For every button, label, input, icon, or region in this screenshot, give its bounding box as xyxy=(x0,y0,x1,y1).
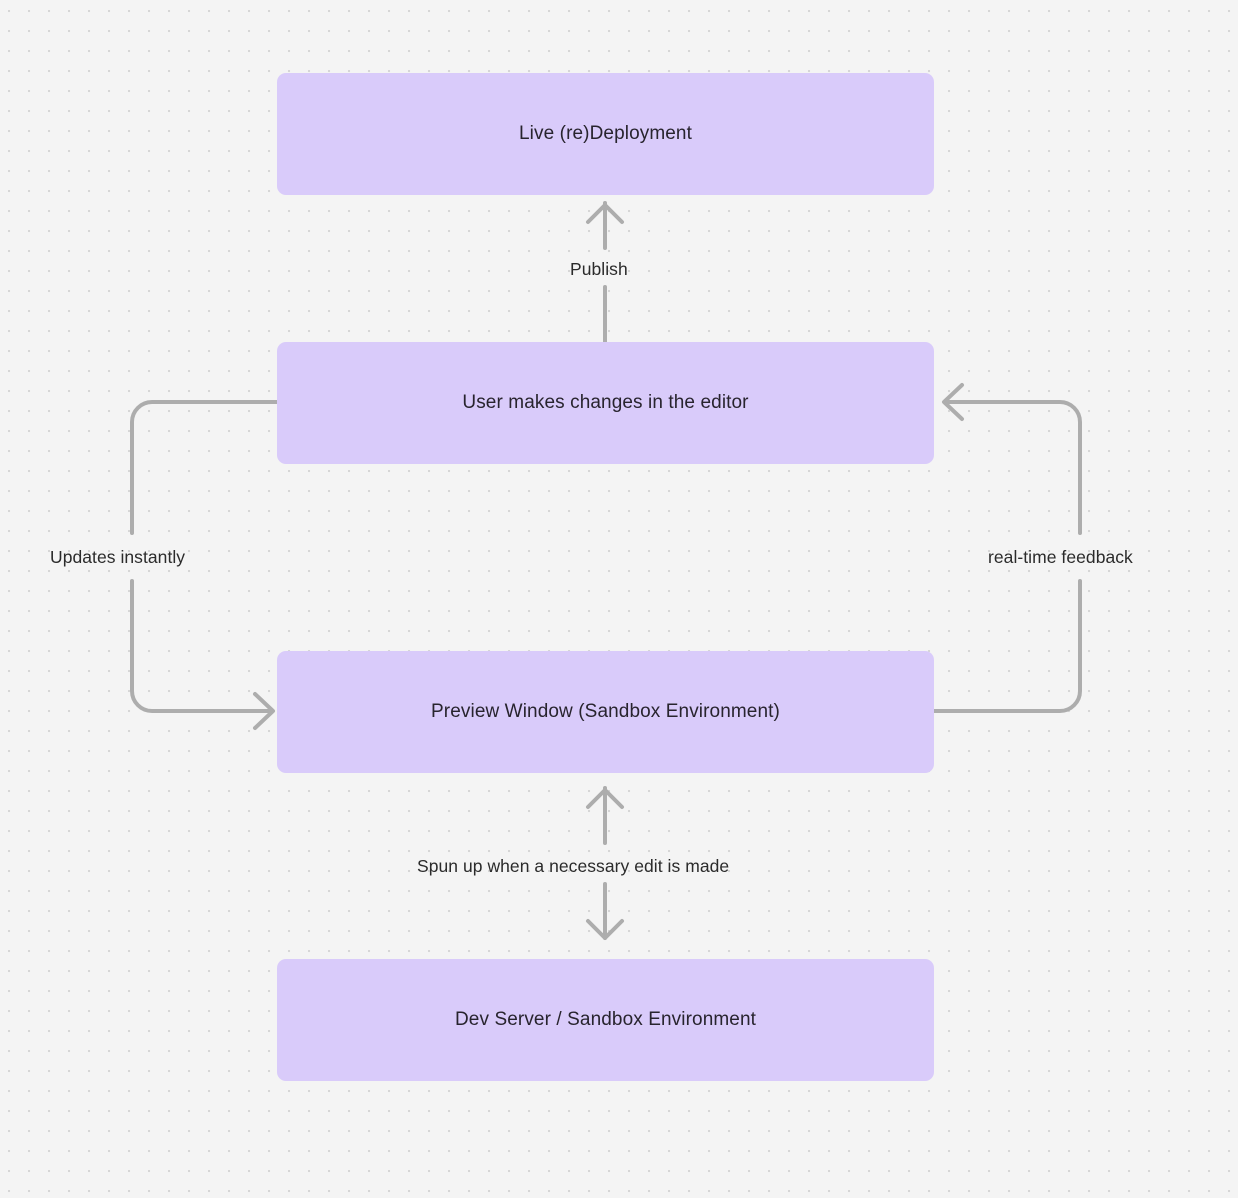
edge-label-publish: Publish xyxy=(570,259,628,279)
edge-label-spun-up-when-a-necessary-edit-is-made: Spun up when a necessary edit is made xyxy=(417,856,730,876)
node-label: Dev Server / Sandbox Environment xyxy=(454,1008,756,1030)
node-label: Preview Window (Sandbox Environment) xyxy=(431,700,780,722)
node-preview-window-sandbox-environment[interactable]: Preview Window (Sandbox Environment) xyxy=(277,651,934,773)
node-user-makes-changes-in-the-editor[interactable]: User makes changes in the editor xyxy=(277,342,934,464)
node-label: Live (re)Deployment xyxy=(519,122,692,144)
node-live-redeployment[interactable]: Live (re)Deployment xyxy=(277,73,934,195)
node-dev-server-sandbox-environment[interactable]: Dev Server / Sandbox Environment xyxy=(277,959,934,1081)
edge-label-updates-instantly: Updates instantly xyxy=(50,547,186,567)
edge-label-real-time-feedback: real-time feedback xyxy=(988,547,1133,567)
node-label: User makes changes in the editor xyxy=(462,391,749,413)
